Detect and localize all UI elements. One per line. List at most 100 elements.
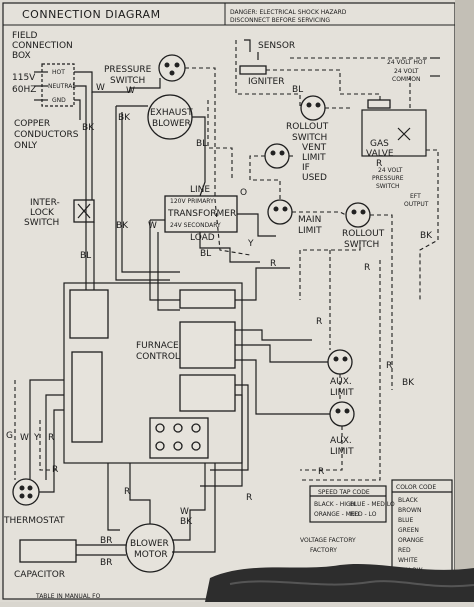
- rollout-switch-right: ROLLOUT SWITCH: [342, 202, 385, 250]
- svg-text:SWITCH: SWITCH: [292, 133, 327, 143]
- factory-note-2: FACTORY: [310, 547, 337, 554]
- svg-text:SWITCH: SWITCH: [376, 183, 400, 190]
- svg-text:BL: BL: [80, 251, 91, 261]
- svg-text:VALVE: VALVE: [366, 149, 394, 159]
- pressure-switch: PRESSURE SWITCH: [104, 54, 186, 86]
- svg-text:GREEN: GREEN: [398, 527, 419, 534]
- svg-text:ROLLOUT: ROLLOUT: [286, 122, 329, 132]
- svg-text:RED - LO: RED - LO: [350, 511, 377, 518]
- warning-line-2: DISCONNECT BEFORE SERVICING: [230, 17, 330, 24]
- svg-text:USED: USED: [302, 173, 327, 183]
- svg-text:BR: BR: [100, 536, 112, 546]
- svg-text:W: W: [96, 83, 105, 93]
- speed-tap-code-table: SPEED TAP CODE BLACK - HIGH BLUE - MED L…: [309, 485, 395, 523]
- svg-text:SWITCH: SWITCH: [110, 76, 145, 86]
- svg-text:FURNACE: FURNACE: [136, 341, 179, 351]
- svg-text:24 VOLT: 24 VOLT: [378, 167, 403, 174]
- svg-text:O: O: [240, 188, 247, 198]
- svg-text:BK: BK: [420, 231, 433, 241]
- copper-note-1: COPPER: [14, 119, 50, 129]
- svg-text:EFT: EFT: [410, 193, 421, 200]
- svg-text:BLACK: BLACK: [398, 497, 419, 504]
- svg-text:ORANGE - MED: ORANGE - MED: [314, 511, 360, 518]
- svg-text:MAIN: MAIN: [298, 215, 321, 225]
- svg-text:IF: IF: [302, 163, 310, 173]
- svg-text:GAS: GAS: [370, 139, 389, 149]
- sensor: SENSOR: [244, 39, 295, 60]
- diagram-title: CONNECTION DIAGRAM: [22, 8, 161, 21]
- svg-text:24V SECONDARY: 24V SECONDARY: [170, 222, 221, 229]
- svg-text:120V PRIMARY: 120V PRIMARY: [170, 198, 214, 205]
- svg-text:LIMIT: LIMIT: [298, 226, 322, 236]
- interlock-switch: INTER- LOCK SWITCH: [24, 198, 95, 228]
- svg-text:PRESSURE: PRESSURE: [104, 65, 152, 75]
- main-limit: MAIN LIMIT: [267, 199, 322, 236]
- svg-text:W: W: [180, 507, 189, 517]
- svg-text:IGNITER: IGNITER: [248, 77, 284, 87]
- svg-text:CONTROL: CONTROL: [136, 352, 180, 362]
- svg-text:HOT: HOT: [52, 69, 65, 76]
- gas-valve-output-label: EFT OUTPUT: [404, 193, 429, 208]
- svg-text:ROLLOUT: ROLLOUT: [342, 229, 385, 239]
- svg-text:INTER-: INTER-: [30, 198, 60, 208]
- furnace-control-board: FURNACE CONTROL: [63, 282, 243, 464]
- svg-text:LOAD: LOAD: [190, 233, 215, 243]
- svg-text:R: R: [48, 433, 54, 443]
- svg-text:SPEED TAP CODE: SPEED TAP CODE: [318, 489, 370, 496]
- svg-text:EXHAUST: EXHAUST: [150, 108, 193, 118]
- svg-text:24 VOLT: 24 VOLT: [394, 68, 419, 75]
- svg-text:SWITCH: SWITCH: [344, 240, 379, 250]
- svg-text:COMMON: COMMON: [392, 76, 420, 83]
- svg-text:R: R: [52, 465, 58, 475]
- 24v-pressure-switch-label: 24 VOLT PRESSURE SWITCH: [372, 167, 404, 190]
- gas-valve: GAS VALVE: [361, 99, 427, 159]
- exhaust-blower: EXHAUST BLOWER: [147, 94, 193, 140]
- copper-note-3: ONLY: [14, 141, 38, 151]
- svg-text:CONNECTION: CONNECTION: [12, 41, 73, 51]
- svg-text:R: R: [246, 493, 252, 503]
- thermostat: THERMOSTAT: [3, 478, 65, 526]
- svg-text:BK: BK: [116, 221, 129, 231]
- transformer: LINE 120V PRIMARY TRANSFORMER 24V SECOND…: [164, 185, 238, 243]
- svg-text:G: G: [6, 431, 13, 441]
- svg-text:24 VOLT HOT: 24 VOLT HOT: [387, 59, 427, 66]
- svg-text:TRANSFORMER: TRANSFORMER: [167, 209, 236, 219]
- svg-text:Y: Y: [247, 239, 254, 249]
- svg-text:115V: 115V: [12, 73, 36, 83]
- svg-text:LIMIT: LIMIT: [330, 447, 354, 457]
- aux-limit-1: AUX. LIMIT: [327, 349, 354, 398]
- svg-text:BK: BK: [82, 123, 95, 133]
- wiring: [14, 40, 439, 556]
- svg-text:LINE: LINE: [190, 185, 210, 195]
- factory-note-1: VOLTAGE FACTORY: [300, 537, 356, 544]
- capacitor: CAPACITOR: [14, 539, 77, 580]
- svg-text:RED: RED: [398, 547, 411, 554]
- svg-text:BK: BK: [402, 378, 415, 388]
- warning-line-1: DANGER: ELECTRICAL SHOCK HAZARD: [230, 9, 347, 16]
- svg-text:PRESSURE: PRESSURE: [372, 175, 404, 182]
- copper-note-2: CONDUCTORS: [14, 130, 79, 140]
- rollout-switch-top: ROLLOUT SWITCH: [286, 95, 329, 143]
- svg-text:AUX.: AUX.: [330, 436, 352, 446]
- svg-text:BOX: BOX: [12, 51, 31, 61]
- svg-text:BR: BR: [100, 558, 112, 568]
- svg-text:BLOWER: BLOWER: [152, 119, 191, 129]
- svg-text:R: R: [386, 361, 392, 371]
- svg-text:VENT: VENT: [302, 143, 327, 153]
- svg-text:W: W: [148, 221, 157, 231]
- svg-text:BLUE - MED LO: BLUE - MED LO: [350, 501, 395, 508]
- svg-text:ORANGE: ORANGE: [398, 537, 424, 544]
- svg-text:SENSOR: SENSOR: [258, 41, 295, 51]
- svg-text:BK: BK: [118, 113, 131, 123]
- svg-text:LIMIT: LIMIT: [330, 388, 354, 398]
- svg-text:R: R: [124, 487, 130, 497]
- svg-text:BK: BK: [180, 517, 193, 527]
- svg-text:FIELD: FIELD: [12, 31, 38, 41]
- svg-text:LIMIT: LIMIT: [302, 153, 326, 163]
- field-connection-box: FIELD CONNECTION BOX 115V 60HZ HOT NEUTR…: [12, 31, 76, 107]
- svg-text:MOTOR: MOTOR: [134, 550, 168, 560]
- svg-text:BLACK - HIGH: BLACK - HIGH: [314, 501, 355, 508]
- blower-motor: BLOWER MOTOR: [125, 523, 175, 573]
